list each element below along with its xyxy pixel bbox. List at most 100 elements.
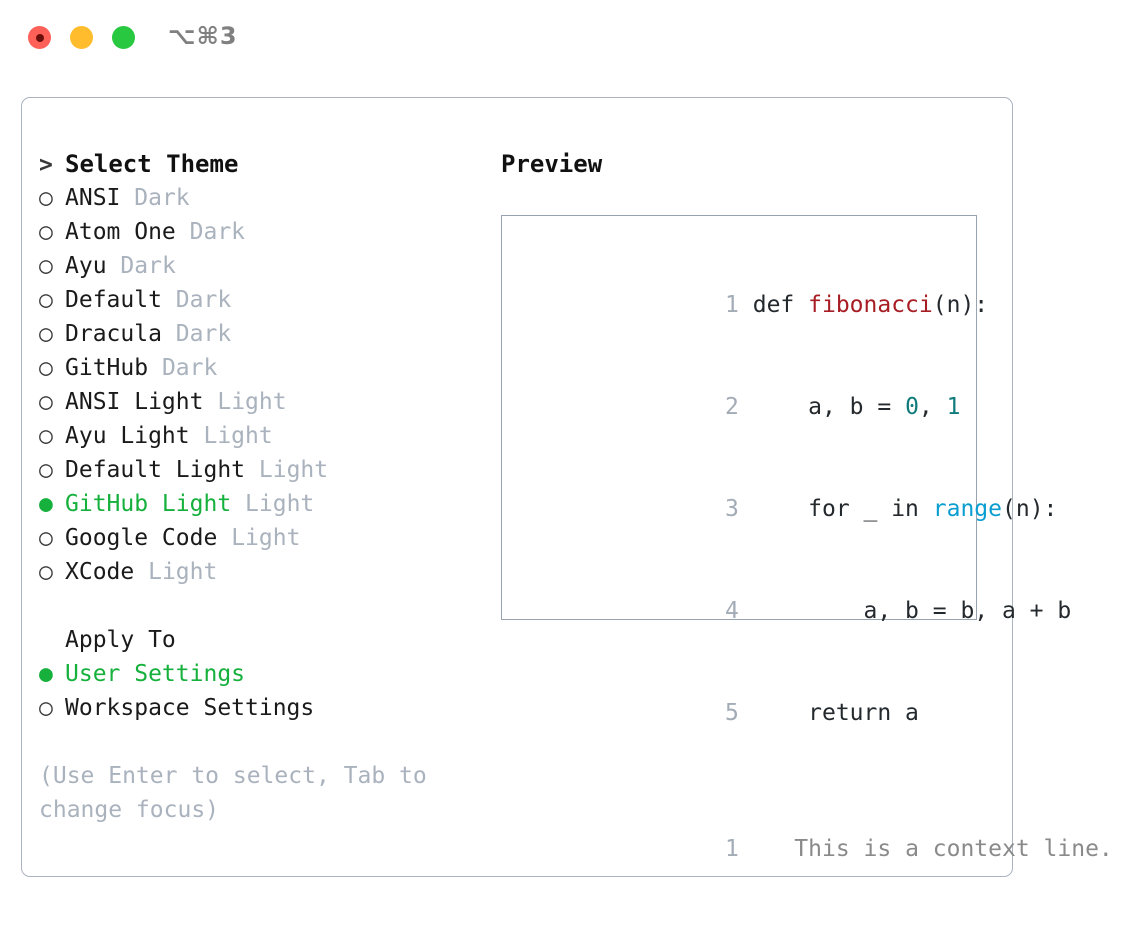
theme-variant-badge: Light (148, 559, 218, 585)
code-token: for _ in (752, 496, 933, 522)
diff-line-deleted: 2 - This line was deleted. (515, 900, 970, 934)
theme-item-ayu-dark[interactable]: ○ Ayu Dark (39, 249, 489, 283)
theme-variant-badge: Dark (189, 219, 246, 245)
theme-item-google-code[interactable]: ○ Google Code Light (39, 521, 489, 555)
theme-variant-badge: Dark (134, 185, 190, 211)
line-number: 5 (725, 700, 739, 726)
code-line: 3 for _ in range(n): (515, 458, 1057, 560)
line-number: 3 (725, 496, 739, 522)
theme-item-github-light[interactable]: ● GitHub Light Light (39, 487, 489, 521)
theme-item-xcode[interactable]: ○ XCode Light (39, 555, 489, 589)
theme-label: XCode (65, 559, 135, 585)
theme-item-default-dark[interactable]: ○ Default Dark (39, 283, 489, 317)
apply-to-item-user-settings[interactable]: ● User Settings (39, 657, 489, 691)
window-controls (28, 26, 135, 49)
theme-variant-badge: Dark (161, 355, 218, 381)
theme-item-ansi-dark[interactable]: ○ ANSI Dark (39, 181, 489, 215)
diff-text: This is a context line. (794, 836, 1113, 862)
theme-variant-badge: Light (245, 491, 315, 517)
code-line: 1 def fibonacci(n): (515, 254, 988, 356)
close-button[interactable] (28, 26, 51, 49)
code-token: def (752, 292, 809, 318)
title-bar: ⌥⌘3 (0, 0, 1140, 78)
code-line: 4 a, b = b, a + b (515, 560, 1071, 662)
theme-variant-badge: Light (217, 389, 287, 415)
select-theme-heading: > Select Theme (39, 147, 489, 181)
theme-variant-badge: Light (203, 423, 273, 449)
radio-unselected-icon[interactable]: ○ (39, 389, 53, 415)
diff-spacer (515, 764, 970, 798)
line-number: 1 (725, 836, 739, 862)
line-number: 4 (725, 598, 739, 624)
theme-label: GitHub (65, 355, 149, 381)
list-spacer (39, 589, 489, 623)
code-token-function: fibonacci (808, 292, 933, 318)
prompt-caret-icon: > (39, 152, 53, 178)
code-line: 2 a, b = 0, 1 (515, 356, 970, 458)
theme-label: Atom One (65, 219, 176, 245)
theme-label: Dracula (65, 321, 162, 347)
theme-label: Ayu Light (65, 423, 190, 449)
theme-label: Default (65, 287, 162, 313)
theme-variant-badge: Dark (175, 287, 232, 313)
theme-item-github-dark[interactable]: ○ GitHub Dark (39, 351, 489, 385)
code-line: 5 return a (515, 662, 970, 764)
code-token: return a (752, 700, 919, 726)
theme-item-atom-one-dark[interactable]: ○ Atom One Dark (39, 215, 489, 249)
radio-unselected-icon[interactable]: ○ (39, 355, 53, 381)
radio-unselected-icon[interactable]: ○ (39, 525, 53, 551)
apply-to-item-workspace-settings[interactable]: ○ Workspace Settings (39, 691, 489, 725)
theme-variant-badge: Dark (175, 321, 232, 347)
code-sample: 1 def fibonacci(n): 2 a, b = 0, 1 3 for … (515, 254, 1113, 934)
theme-variant-badge: Light (231, 525, 301, 551)
line-number: 2 (725, 394, 739, 420)
apply-to-label: Workspace Settings (65, 695, 315, 721)
keyboard-hint-text: (Use Enter to select, Tab to change focu… (39, 763, 427, 823)
radio-unselected-icon[interactable]: ○ (39, 219, 53, 245)
preview-column: Preview 1 def fibonacci(n): 2 a, b = 0, … (501, 147, 1113, 862)
apply-to-label: User Settings (65, 661, 246, 687)
radio-unselected-icon[interactable]: ○ (39, 321, 53, 347)
radio-unselected-icon[interactable]: ○ (39, 457, 53, 483)
radio-unselected-icon[interactable]: ○ (39, 253, 53, 279)
theme-item-dracula-dark[interactable]: ○ Dracula Dark (39, 317, 489, 351)
code-token-number: 1 (946, 394, 961, 420)
theme-item-ayu-light[interactable]: ○ Ayu Light Light (39, 419, 489, 453)
theme-label: Default Light (65, 457, 246, 483)
code-token: , (918, 394, 947, 420)
apply-to-title: Apply To (65, 627, 176, 653)
theme-item-ansi-light[interactable]: ○ ANSI Light Light (39, 385, 489, 419)
radio-unselected-icon[interactable]: ○ (39, 185, 53, 211)
radio-selected-icon[interactable]: ● (39, 491, 53, 517)
radio-unselected-icon[interactable]: ○ (39, 287, 53, 313)
code-token-number: 0 (905, 394, 919, 420)
theme-variant-badge: Dark (120, 253, 176, 279)
maximize-button[interactable] (112, 26, 135, 49)
code-token: a, b = b, a + b (752, 598, 1072, 624)
line-number: 1 (725, 292, 739, 318)
apply-to-heading: Apply To (39, 623, 489, 657)
select-theme-title: Select Theme (65, 150, 239, 178)
main-panel: > Select Theme ○ ANSI Dark ○ Atom One Da… (21, 97, 1113, 877)
theme-label: ANSI Light (65, 389, 204, 415)
theme-label: Ayu (65, 253, 107, 279)
minimize-button[interactable] (70, 26, 93, 49)
preview-heading: Preview (501, 150, 603, 178)
radio-unselected-icon[interactable]: ○ (39, 695, 53, 721)
theme-item-default-light[interactable]: ○ Default Light Light (39, 453, 489, 487)
theme-label: Google Code (65, 525, 218, 551)
code-token-builtin: range (932, 496, 1002, 522)
code-token: (n): (1002, 496, 1058, 522)
theme-variant-badge: Light (258, 457, 329, 483)
theme-label: ANSI (65, 185, 121, 211)
radio-unselected-icon[interactable]: ○ (39, 423, 53, 449)
radio-unselected-icon[interactable]: ○ (39, 559, 53, 585)
preview-box: 1 def fibonacci(n): 2 a, b = 0, 1 3 for … (501, 215, 1113, 862)
code-token: a, b = (752, 394, 906, 420)
code-token: (n): (932, 292, 989, 318)
diff-sign (767, 836, 781, 862)
window-title: ⌥⌘3 (168, 22, 238, 50)
radio-selected-icon[interactable]: ● (39, 661, 53, 687)
theme-selector-column: > Select Theme ○ ANSI Dark ○ Atom One Da… (39, 147, 489, 827)
